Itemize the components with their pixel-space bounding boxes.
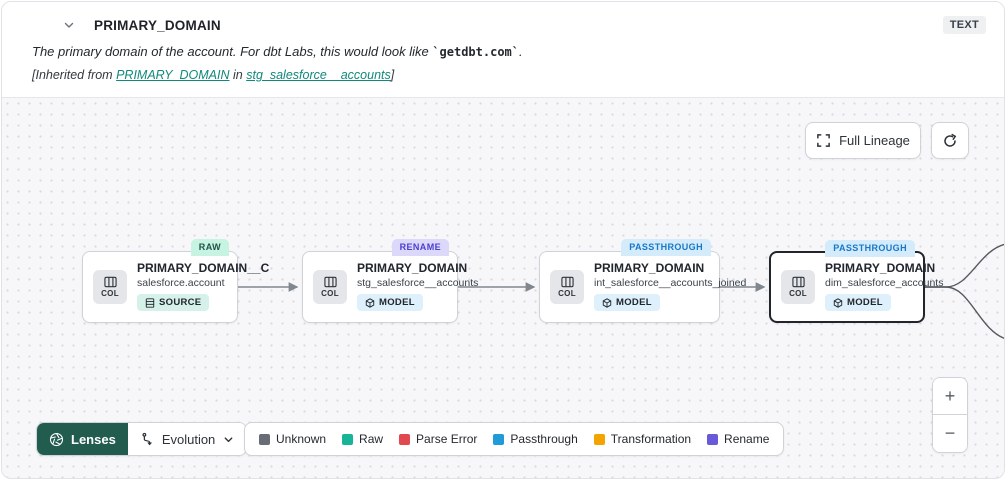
- database-icon: [145, 298, 155, 308]
- legend-swatch: [493, 433, 505, 445]
- inline-code: `getdbt.com`: [432, 45, 520, 59]
- column-description: The primary domain of the account. For d…: [32, 44, 523, 59]
- resource-type-badge: SOURCE: [137, 294, 210, 312]
- evolution-tag: PASSTHROUGH: [621, 239, 711, 256]
- evolution-tag: RENAME: [391, 239, 449, 256]
- zoom-out-button[interactable]: −: [933, 415, 967, 452]
- model-cube-icon: [833, 298, 843, 308]
- legend-swatch: [707, 433, 719, 445]
- inherited-model-link[interactable]: stg_salesforce__accounts: [246, 68, 391, 82]
- node-column-name: PRIMARY_DOMAIN: [357, 261, 468, 276]
- lenses-button[interactable]: Lenses: [37, 423, 128, 455]
- lineage-node-source[interactable]: RAW COL PRIMARY_DOMAIN__C salesforce.acc…: [82, 239, 270, 323]
- lineage-node-dim-selected[interactable]: PASSTHROUGH COL PRIMARY_DOMAIN dim_sales…: [769, 240, 944, 323]
- refresh-button[interactable]: [931, 122, 969, 159]
- model-cube-icon: [602, 298, 612, 308]
- legend-item: Transformation: [593, 432, 691, 446]
- evolution-tag: PASSTHROUGH: [825, 240, 915, 257]
- column-header: PRIMARY_DOMAIN TEXT The primary domain o…: [2, 2, 1004, 98]
- column-name: PRIMARY_DOMAIN: [94, 17, 221, 33]
- evolution-tag: RAW: [190, 239, 229, 256]
- lens-aperture-icon: [49, 432, 64, 446]
- full-lineage-icon: [816, 133, 831, 148]
- legend-item: Parse Error: [399, 432, 477, 446]
- model-cube-icon: [365, 298, 375, 308]
- column-icon: COL: [781, 270, 815, 304]
- node-model-name: stg_salesforce__accounts: [357, 277, 479, 290]
- column-type-badge: TEXT: [942, 16, 986, 34]
- lens-mode-value: Evolution: [161, 431, 216, 447]
- evolution-legend: Unknown Raw Parse Error Passthrough Tran…: [244, 422, 785, 456]
- node-column-name: PRIMARY_DOMAIN: [825, 261, 936, 276]
- lenses-label: Lenses: [71, 431, 116, 447]
- legend-item: Unknown: [259, 432, 326, 446]
- column-icon: COL: [550, 270, 584, 304]
- refresh-icon: [942, 133, 958, 149]
- legend-item: Raw: [342, 432, 383, 446]
- node-model-name: salesforce.account: [137, 277, 225, 290]
- node-column-name: PRIMARY_DOMAIN__C: [137, 261, 270, 276]
- column-icon: COL: [313, 270, 347, 304]
- inherited-from-note: [Inherited from PRIMARY_DOMAIN in stg_sa…: [32, 68, 395, 82]
- evolution-route-icon: [142, 432, 152, 445]
- legend-swatch: [259, 433, 270, 445]
- resource-type-badge: MODEL: [825, 294, 891, 312]
- column-icon: COL: [93, 270, 127, 304]
- resource-type-badge: MODEL: [594, 294, 660, 312]
- legend-swatch: [342, 433, 354, 445]
- lens-mode-dropdown[interactable]: Evolution: [127, 423, 247, 455]
- lineage-canvas[interactable]: Full Lineage RAW COL PRIMARY_DOMAIN__C s…: [2, 98, 1004, 478]
- node-model-name: dim_salesforce_accounts: [825, 277, 944, 290]
- zoom-controls: + −: [932, 377, 968, 453]
- lineage-node-int[interactable]: PASSTHROUGH COL PRIMARY_DOMAIN int_sales…: [539, 239, 747, 323]
- lenses-control: Lenses Evolution: [36, 422, 248, 456]
- node-model-name: int_salesforce__accounts_joined: [594, 277, 747, 290]
- legend-swatch: [593, 433, 605, 445]
- legend-swatch: [399, 433, 411, 445]
- full-lineage-label: Full Lineage: [839, 133, 910, 148]
- chevron-down-icon[interactable]: [60, 16, 78, 34]
- legend-item: Passthrough: [493, 432, 578, 446]
- lineage-node-stg[interactable]: RENAME COL PRIMARY_DOMAIN stg_salesforce…: [302, 239, 479, 323]
- inherited-column-link[interactable]: PRIMARY_DOMAIN: [116, 68, 230, 82]
- full-lineage-button[interactable]: Full Lineage: [805, 122, 921, 159]
- zoom-in-button[interactable]: +: [933, 378, 967, 415]
- legend-item: Rename: [707, 432, 769, 446]
- node-column-name: PRIMARY_DOMAIN: [594, 261, 705, 276]
- resource-type-badge: MODEL: [357, 294, 423, 312]
- chevron-down-icon: [224, 436, 233, 442]
